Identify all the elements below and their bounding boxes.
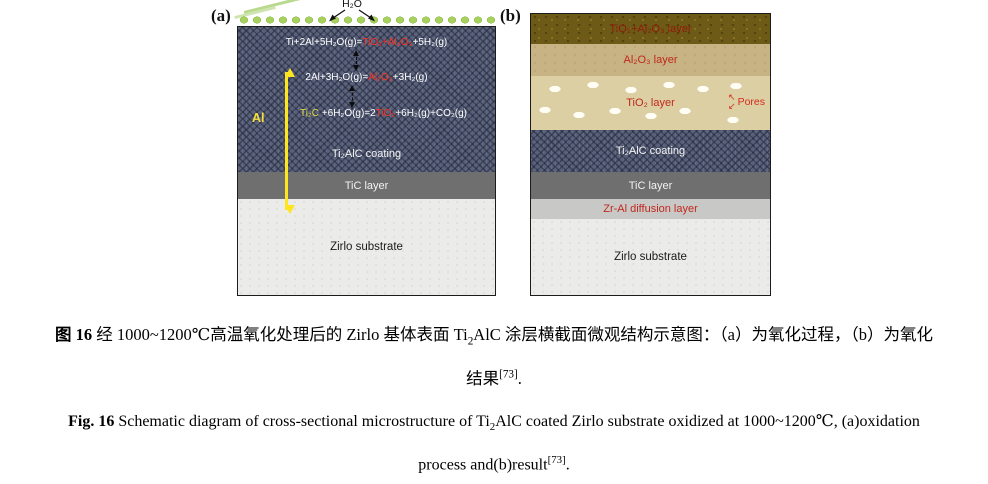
h2o-arrows-icon — [329, 9, 375, 22]
layer-ti2alc-coating-a: Ti+2Al+5H₂O(g)=TiO₂+Al₂O₃+5H₂(g) 2Al+3H₂… — [238, 27, 495, 172]
zirlo-substrate-label-b: Zirlo substrate — [614, 251, 687, 263]
tio2-al2o3-layer-label: TiO₂+Al₂O₃ layer — [609, 23, 692, 35]
layer-tic-b: TiC layer — [531, 172, 770, 199]
caption-chinese-line1: 图 16 经 1000~1200℃高温氧化处理后的 Zirlo 基体表面 Ti2… — [54, 325, 934, 348]
reaction-arrow-down-2 — [348, 85, 355, 108]
pores-arrow-icons: ↖↙ — [728, 93, 736, 111]
pores-label: Pores — [737, 96, 765, 108]
reaction-equation-3: Ti₂C +6H₂O(g)=2TiO₂+6H₂(g)+CO₂(g) — [299, 108, 468, 119]
panel-b: TiO₂+Al₂O₃ layer Al₂O₃ layer TiO₂ layer … — [530, 13, 771, 296]
layer-zirlo-substrate-a: Zirlo substrate — [238, 199, 495, 295]
h2o-label: H₂O — [342, 0, 362, 10]
layer-al2o3: Al₂O₃ layer — [531, 44, 770, 76]
layer-zr-al-diffusion: Zr-Al diffusion layer — [531, 199, 770, 219]
al-diffusion-arrow — [284, 68, 295, 214]
layer-tio2-al2o3: TiO₂+Al₂O₃ layer — [531, 14, 770, 44]
layer-tio2-porous: TiO₂ layer ↖↙ Pores — [531, 76, 770, 130]
panel-a-label: (a) — [211, 6, 231, 25]
tic-layer-label: TiC layer — [344, 179, 389, 192]
al-arrow-label: Al — [252, 111, 265, 125]
caption-chinese-line2: 结果[73]. — [466, 368, 522, 389]
zirlo-substrate-label: Zirlo substrate — [330, 241, 403, 253]
tic-layer-label-b: TiC layer — [628, 179, 673, 192]
reaction-arrow-down-1 — [352, 50, 359, 71]
layer-ti2alc-coating-b: Ti₂AlC coating — [531, 130, 770, 172]
surface-oxide-bumps — [237, 12, 496, 27]
reaction-equation-2: 2Al+3H₂O(g)=Al₂O₃+3H₂(g) — [305, 72, 428, 83]
layer-tic-a: TiC layer — [238, 172, 495, 199]
reaction-equation-1: Ti+2Al+5H₂O(g)=TiO₂+Al₂O₃+5H₂(g) — [285, 37, 448, 48]
arrow-down-left-icon: ↙ — [728, 101, 736, 111]
panel-a: Ti+2Al+5H₂O(g)=TiO₂+Al₂O₃+5H₂(g) 2Al+3H₂… — [237, 26, 496, 296]
panel-b-label: (b) — [500, 6, 521, 25]
ti2alc-coating-label: Ti₂AlC coating — [331, 148, 402, 160]
layer-zirlo-substrate-b: Zirlo substrate — [531, 219, 770, 295]
al2o3-layer-label: Al₂O₃ layer — [623, 54, 678, 66]
h2o-annotation: H₂O — [324, 0, 380, 23]
ti2alc-coating-label-b: Ti₂AlC coating — [615, 145, 686, 157]
caption-english-line1: Fig. 16 Schematic diagram of cross-secti… — [68, 413, 920, 434]
arrow-up-left-icon: ↖ — [728, 92, 736, 102]
tio2-layer-label: TiO₂ layer — [626, 97, 675, 109]
zr-al-diffusion-label: Zr-Al diffusion layer — [603, 203, 698, 215]
pores-annotation: ↖↙ Pores — [728, 93, 765, 111]
caption-english-line2: process and(b)result[73]. — [418, 454, 570, 474]
